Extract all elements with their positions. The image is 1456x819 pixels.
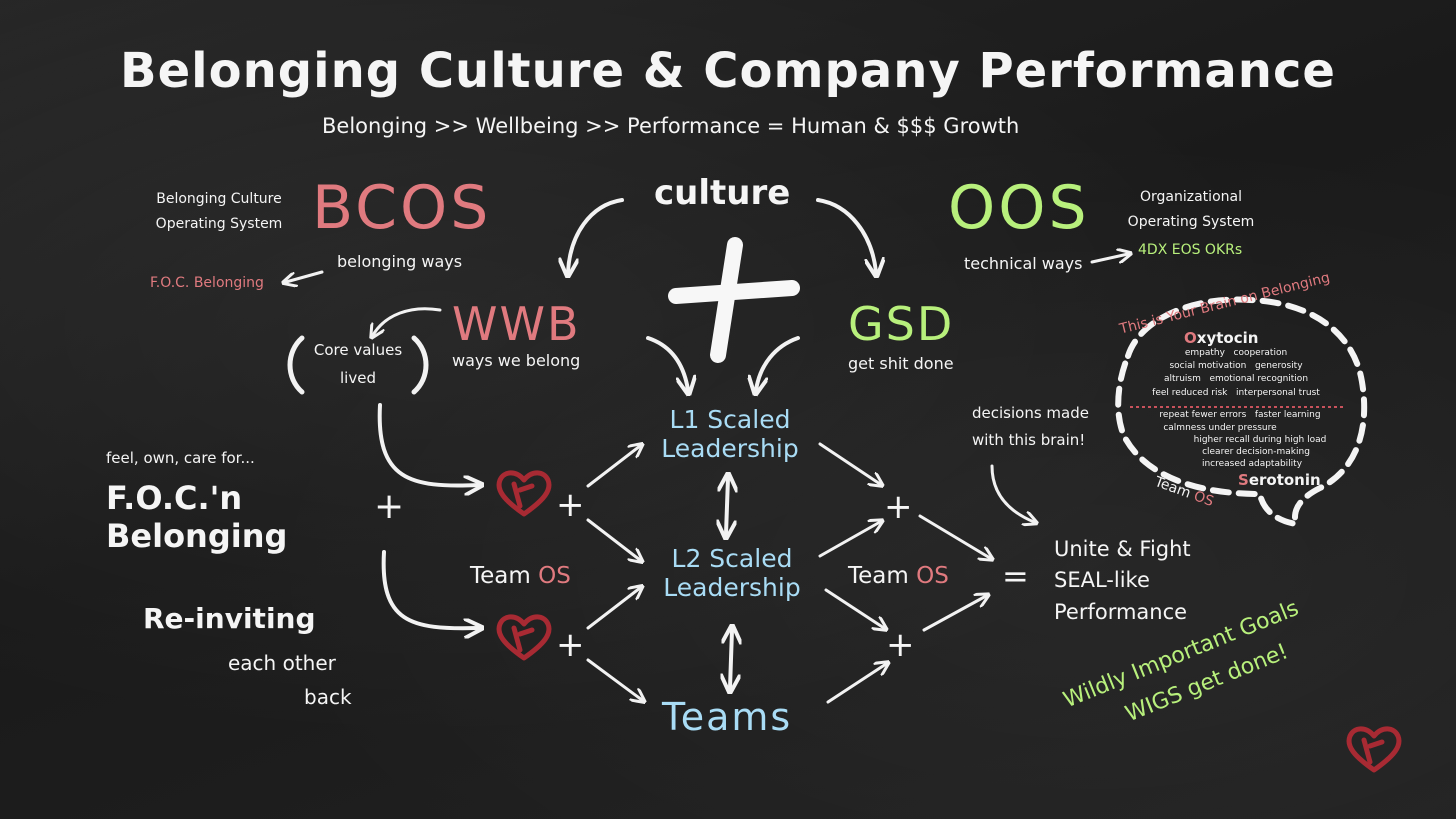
- team-os-team: Team: [848, 563, 909, 589]
- team-os-right: Team OS: [848, 563, 949, 589]
- teams-label: Teams: [662, 695, 793, 739]
- team-os-os: OS: [916, 563, 949, 589]
- serotonin-rest: erotonin: [1248, 471, 1321, 489]
- plus1-to-l1-arrow: [586, 446, 640, 488]
- reinviting-to-heart-arrow: [381, 550, 478, 628]
- gsd-acronym: GSD: [848, 297, 955, 351]
- plus-sign-1: +: [556, 485, 585, 525]
- back-label: back: [304, 685, 352, 709]
- serotonin-row-3: higher recall during high load: [1193, 435, 1327, 445]
- core-values-line1: Core values: [313, 341, 403, 359]
- plus-sign-2: +: [556, 625, 585, 665]
- oxytocin-row-1: empathy cooperation: [1184, 348, 1288, 358]
- culture-right-arrow: [816, 198, 876, 272]
- l2-scaled-leadership-line2: Leadership: [663, 573, 801, 602]
- team-os-team: Team: [470, 563, 531, 589]
- l2-to-plus4-arrow: [824, 588, 884, 628]
- serotonin-label: Serotonin: [1238, 471, 1321, 489]
- brain-thought-bubble: [1115, 296, 1368, 528]
- reinviting-label: Re-inviting: [143, 602, 316, 635]
- decisions-line1: decisions made: [972, 404, 1089, 422]
- focn-belonging-line1: F.O.C.'n: [106, 479, 243, 517]
- heart-logo-icon: [1346, 726, 1402, 773]
- oxytocin-row-2: social motivation generosity: [1169, 361, 1303, 371]
- oos-description-line2: Operating System: [1127, 214, 1255, 230]
- serotonin-row-2: calmness under pressure: [1163, 423, 1277, 433]
- l1-to-plus3-arrow: [818, 442, 880, 484]
- plus3-to-result-arrow: [918, 514, 990, 558]
- l1-l2-double-arrow: [726, 478, 728, 534]
- result-line1: Unite & Fight: [1054, 537, 1191, 561]
- result-line3: Performance: [1054, 600, 1188, 624]
- oos-acronym: OOS: [948, 173, 1090, 243]
- core-values-left-bracket: [287, 335, 305, 395]
- foc-belonging-label: F.O.C. Belonging: [150, 275, 264, 291]
- culture-left-arrow: [568, 198, 624, 272]
- oos-frameworks: 4DX EOS OKRs: [1138, 242, 1243, 258]
- wwb-to-l1-arrow: [646, 336, 688, 390]
- equals-sign: =: [1002, 557, 1029, 595]
- heart-icon: [496, 614, 552, 661]
- l2-scaled-leadership-line1: L2 Scaled: [671, 544, 793, 573]
- l2-to-plus3-arrow: [818, 522, 880, 558]
- left-plus-sign: +: [374, 486, 405, 527]
- oos-description-line1: Organizational: [1140, 189, 1242, 205]
- gsd-to-l1-arrow: [756, 336, 800, 390]
- l2-teams-double-arrow: [730, 630, 732, 688]
- oxytocin-label: Oxytocin: [1184, 329, 1259, 347]
- decisions-line2: with this brain!: [972, 431, 1086, 449]
- plus2-to-teams-arrow: [586, 658, 642, 700]
- wwb-description: ways we belong: [452, 351, 581, 370]
- oos-ways: technical ways: [964, 254, 1083, 273]
- l1-scaled-leadership-line1: L1 Scaled: [669, 405, 791, 434]
- page-subtitle: Belonging >> Wellbeing >> Performance = …: [322, 114, 1020, 138]
- bcos-description-line2: Operating System: [155, 216, 283, 232]
- plus-sign-4: +: [886, 625, 915, 665]
- core-values-right-bracket: [411, 335, 429, 395]
- focn-belonging-line2: Belonging: [106, 517, 288, 555]
- heart-icon: [496, 470, 552, 517]
- l1-scaled-leadership-line2: Leadership: [661, 434, 799, 463]
- oxytocin-initial: O: [1184, 329, 1197, 347]
- teams-to-plus4-arrow: [826, 664, 886, 704]
- serotonin-row-1: repeat fewer errors faster learning: [1159, 410, 1321, 420]
- core-values-to-heart-arrow: [377, 403, 478, 486]
- culture-label: culture: [654, 173, 791, 213]
- gsd-description: get shit done: [848, 354, 954, 373]
- oxytocin-rest: xytocin: [1196, 329, 1259, 347]
- team-os-os: OS: [538, 563, 571, 589]
- big-plus-sign-bar: [668, 280, 800, 304]
- wwb-acronym: WWB: [452, 297, 581, 351]
- plus2-to-l2-arrow: [586, 588, 640, 630]
- serotonin-initial: S: [1238, 471, 1249, 489]
- core-values-line2: lived: [340, 369, 376, 387]
- bcos-description-line1: Belonging Culture: [156, 191, 282, 207]
- decisions-arrow: [990, 464, 1034, 522]
- wwb-to-core-values-arrow: [373, 307, 442, 335]
- plus1-to-l2-arrow: [586, 518, 640, 560]
- serotonin-row-4: clearer decision-making: [1202, 447, 1310, 457]
- bcos-acronym: BCOS: [312, 173, 492, 243]
- oxytocin-row-3: altruism emotional recognition: [1163, 374, 1309, 384]
- plus4-to-result-arrow: [922, 596, 986, 632]
- result-line2: SEAL-like: [1054, 568, 1150, 592]
- frameworks-arrow: [1090, 254, 1128, 262]
- team-os-left: Team OS: [470, 563, 571, 589]
- plus-sign-3: +: [884, 487, 913, 527]
- each-other-label: each other: [228, 651, 336, 675]
- oxytocin-row-4: feel reduced risk interpersonal trust: [1152, 388, 1320, 398]
- feel-own-care-label: feel, own, care for...: [106, 449, 255, 467]
- bcos-ways: belonging ways: [337, 252, 463, 271]
- serotonin-row-5: increased adaptability: [1201, 459, 1303, 469]
- page-title: Belonging Culture & Company Performance: [120, 43, 1336, 99]
- foc-arrow: [286, 270, 324, 282]
